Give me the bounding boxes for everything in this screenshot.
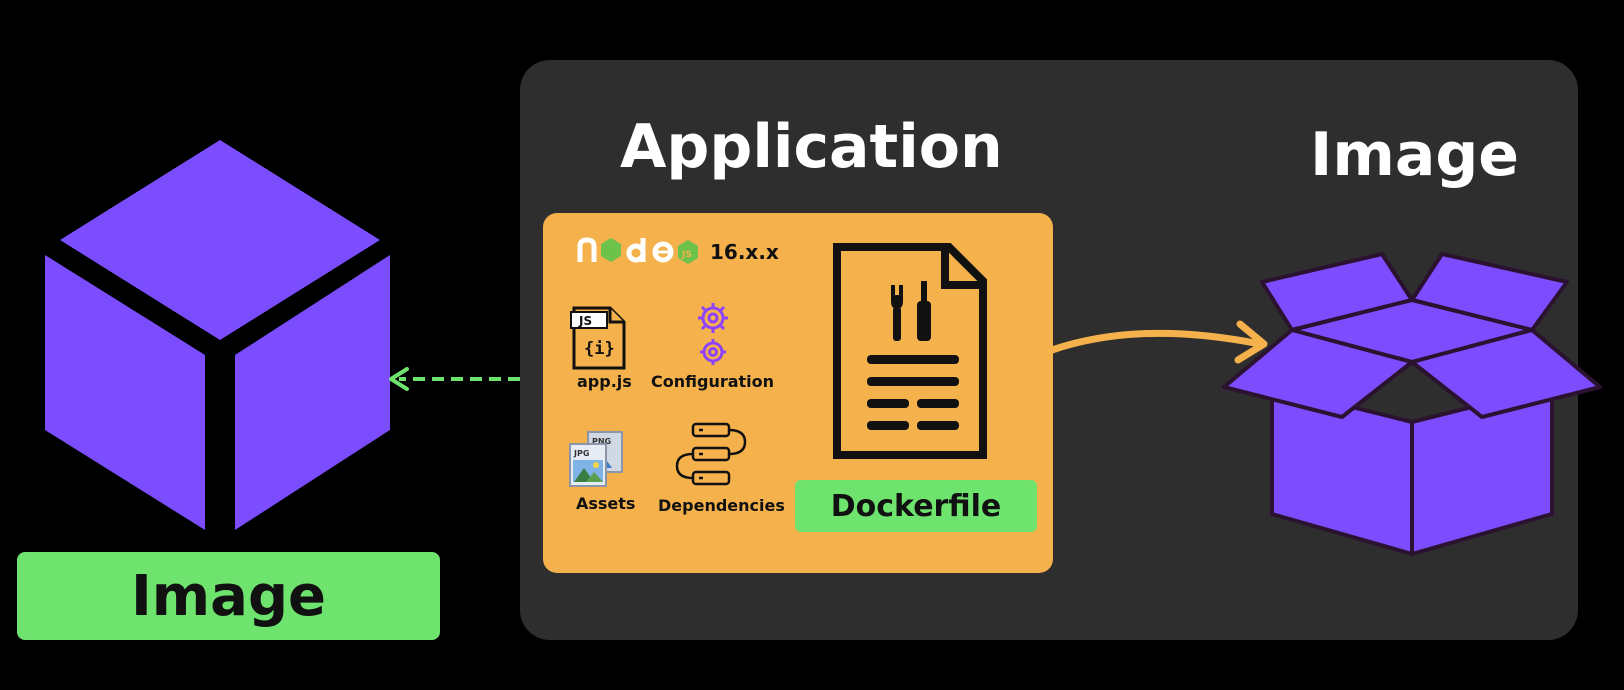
image-title: Image	[1310, 120, 1519, 190]
dockerfile-label-text: Dockerfile	[830, 488, 1002, 524]
image-files-icon: PNG JPG	[569, 431, 623, 487]
open-box-icon	[1222, 252, 1602, 556]
png-badge-text: PNG	[592, 437, 611, 446]
jpg-badge-text: JPG	[573, 449, 589, 458]
dependencies-label: Dependencies	[658, 496, 785, 515]
cube-icon	[45, 140, 390, 530]
assets-label: Assets	[576, 494, 636, 513]
curved-arrow-icon	[1048, 320, 1268, 364]
js-badge-text: JS	[578, 314, 592, 328]
js-file-icon: JS {i}	[570, 306, 626, 370]
svg-text:{i}: {i}	[584, 339, 615, 359]
svg-text:JS: JS	[681, 250, 692, 260]
image-badge-label: Image	[130, 563, 327, 629]
dashed-arrow-icon	[389, 367, 520, 391]
image-badge: Image	[17, 552, 440, 640]
node-version: 16.x.x	[710, 240, 779, 264]
appjs-label: app.js	[577, 372, 632, 391]
dockerfile-document-icon	[833, 243, 987, 459]
configuration-label: Configuration	[651, 372, 775, 391]
application-title: Application	[620, 112, 1003, 182]
nodejs-logo-icon: JS	[577, 237, 698, 264]
dependencies-icon	[675, 422, 747, 486]
dockerfile-label: Dockerfile	[795, 480, 1037, 532]
gear-icon	[698, 303, 728, 365]
